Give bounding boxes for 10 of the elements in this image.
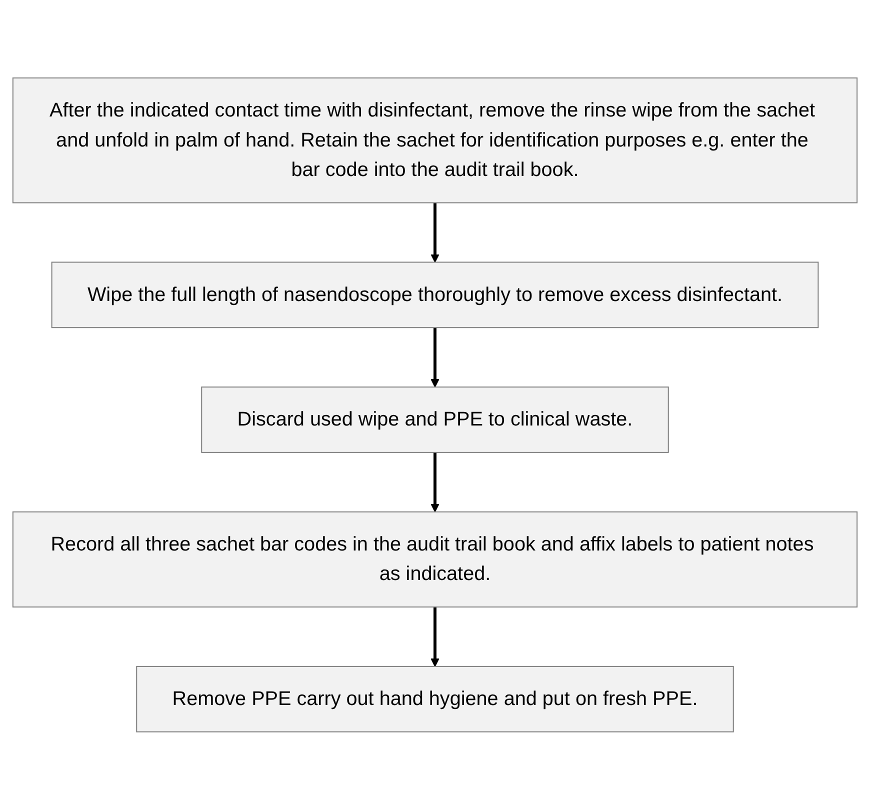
arrow <box>430 452 440 512</box>
node-box <box>51 262 819 328</box>
node-box <box>12 512 858 608</box>
node-box <box>201 386 669 454</box>
arrow <box>430 607 440 667</box>
node-box <box>136 666 734 732</box>
node-box <box>12 78 858 204</box>
arrow <box>430 328 440 388</box>
flowchart: After the indicated contact time with disinfectant, remove the rinse wipe from the sachet and unfold in palm of hand. Retain the sachet for identification purposes e.g. enter the bar code into the audit trail book. Wipe the full length of nasendoscope thoroughly to remove excess disinfectant. Discard used wipe and PPE to clinical waste. Record all three sachet bar codes in the audit trail book and affix labels to patient notes as indicated. Remove PPE carry out hand hygiene and put on fresh PPE. <box>5 70 865 740</box>
arrow <box>430 202 440 263</box>
